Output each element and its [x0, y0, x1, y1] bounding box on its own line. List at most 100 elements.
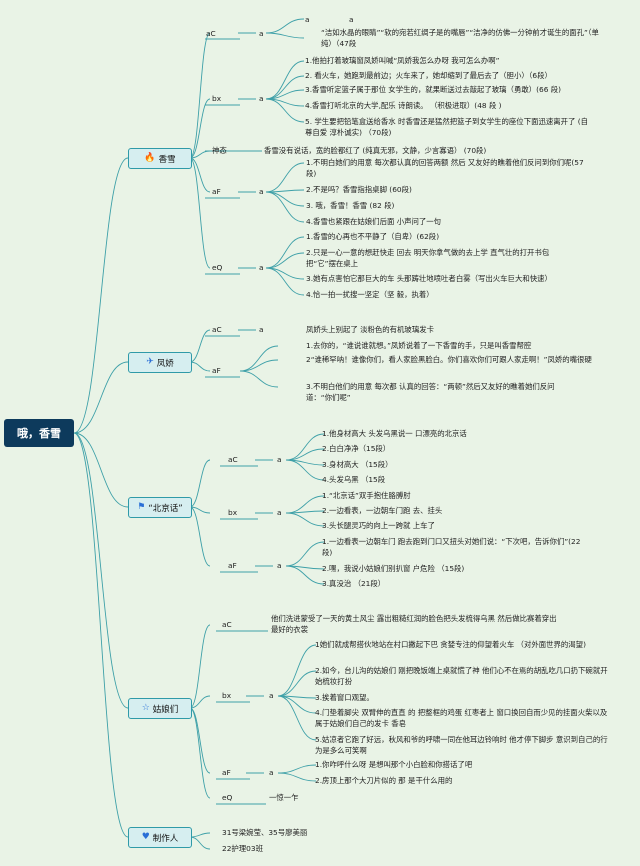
topic-line[interactable]: 1.他拍打着玻璃窗凤娇叫喊“凤娇我怎么办呀 我可怎么办啊” — [305, 56, 500, 65]
topic-line[interactable]: 3.真没治 （21段） — [322, 579, 386, 588]
topic-line[interactable]: 3. 哦，香雪！香雪 (82 段) — [306, 201, 395, 210]
topic-line[interactable]: 一惊一乍 — [269, 793, 299, 802]
connector-curve — [265, 236, 305, 269]
branch-3[interactable]: ⚑“北京话” — [128, 497, 192, 518]
connector-curve — [73, 432, 129, 838]
branch-4[interactable]: ☆姑娘们 — [128, 698, 192, 719]
branch-1[interactable]: 🔥香雪 — [128, 148, 192, 169]
topic-line[interactable]: 4.香雪打听北京的大学,配乐 诗朗读。 （积极进取）(48 段 ) — [305, 101, 502, 110]
topic-line[interactable]: eQ — [212, 263, 223, 272]
topic-line[interactable]: 5.姑凉者它跑了好远，秋风和爷的呼啸一同在他耳边铃响时 他才停下脚步 意识到自己… — [315, 735, 608, 755]
topic-line[interactable]: 2.只是一心一意的想赶快走 回去 明天你拿气做的去上学 直气壮的打开书包把“它”… — [306, 248, 550, 268]
topic-line[interactable]: 3.不明白他们的用意 每次都 认真的回答：“两顿”然后又友好的瞧着她们反问道：“… — [306, 382, 555, 402]
connector-curve — [189, 98, 211, 159]
topic-line[interactable]: a — [259, 29, 264, 38]
connector-curve — [277, 764, 317, 774]
topic-line[interactable]: 2.白白净净（15段） — [322, 444, 391, 453]
connector-curve — [277, 695, 317, 714]
topic-line[interactable]: 3.挨着窗口观望。 — [315, 693, 374, 702]
topic-line[interactable]: aF — [212, 366, 221, 375]
topic-line[interactable]: aC — [212, 325, 222, 334]
topic-line[interactable]: 4.头发乌黑 （15段 — [322, 475, 386, 484]
topic-line[interactable]: 他们洗进蒙受了一天的黄土风尘 露出粗糙红润的脸色把头发梳得乌黑 然后做比赛着穿出… — [271, 614, 557, 634]
connector-curve — [265, 18, 305, 34]
topic-line[interactable]: 4.香雪也紧跟在姑娘们后面 小声问了一句 — [306, 217, 442, 226]
topic-line[interactable]: 1.去你的，“谁说谁就想。”凤娇说着了一下香雪的手，只是叫香雪帮腔 — [306, 341, 532, 350]
topic-line[interactable]: 22护理03班 — [222, 844, 263, 853]
topic-line[interactable]: 1.“北京话”双手抱住胳膊肘 — [322, 491, 411, 500]
topic-line[interactable]: aC — [222, 620, 232, 629]
topic-line[interactable]: 2.不是吗？香雪指指桌脚 (60段) — [306, 185, 412, 194]
topic-line[interactable]: 凤娇头上别起了 淡粉色的有机玻璃发卡 — [306, 325, 434, 334]
topic-line[interactable]: aF — [228, 561, 237, 570]
topic-line[interactable]: 1.他身材高大 头发乌黑说一 口漂亮的北京话 — [322, 429, 467, 438]
topic-line[interactable]: 2.如今，台儿沟的姑娘们 刚把晚饭端上桌就慌了神 他们心不在焉的胡乱吃几口扔下碗… — [315, 666, 608, 686]
topic-line[interactable]: 3.她有点害怕它那巨大的车 头那踌壮地喷吐者白雾（写出火车巨大和快速） — [306, 274, 552, 283]
connector-curve — [265, 191, 305, 223]
topic-line[interactable]: bx — [222, 691, 232, 700]
branch-label: 制作人 — [152, 833, 179, 844]
topic-line[interactable]: 4.门垫着脚尖 双臂伸的直直 的 把整框的鸡蛋 红枣者上 窗口换回自而少见的挂面… — [315, 708, 608, 728]
topic-line[interactable]: a — [259, 94, 264, 103]
branch-label: 姑娘们 — [152, 704, 179, 715]
topic-line[interactable]: bx — [228, 508, 238, 517]
topic-line[interactable]: 1.不明白她们的用意 每次都认真的回答两额 然后 又友好的瞧着他们反问到你们呢(… — [306, 158, 584, 178]
branch-2[interactable]: ✈凤娇 — [128, 352, 192, 373]
topic-line[interactable]: 3.香雪听定篮子属于那位 女学生的，就果断送过去敲起了玻璃（勇敢）(66 段) — [305, 85, 562, 94]
topic-line[interactable]: “洁如水晶的眼睛”“软的宛若红绸子是的嘴唇”“洁净的仿佛一分钟前才诞生的面孔”（… — [321, 28, 599, 48]
topic-line[interactable]: 1她们就成帮搭伙地站在村口撇起下巴 贪婪专注的仰望着火车 （对外面世界的渴望) — [315, 640, 586, 649]
topic-line[interactable]: a — [269, 768, 274, 777]
topic-line[interactable]: 1.一边看表一边朝车门 跑去跑到门口又扭头对她们说：“下次吧，告诉你们”(22段… — [322, 537, 581, 557]
connector-curve — [189, 624, 211, 709]
topic-line[interactable]: a — [259, 325, 264, 334]
topic-line[interactable]: eQ — [222, 793, 233, 802]
heart-icon: ♥ — [141, 832, 150, 842]
topic-line[interactable]: a — [269, 691, 274, 700]
connector-curve — [285, 565, 325, 585]
topic-line[interactable]: aF — [222, 768, 231, 777]
topic-line[interactable]: 2.房顶上那个大刀片似的 那 是干什么用的 — [315, 776, 453, 785]
connector-curve — [277, 670, 317, 697]
topic-line[interactable]: aF — [212, 187, 221, 196]
connector-curve — [189, 361, 211, 372]
topic-line[interactable]: 神态 — [212, 146, 227, 155]
topic-line[interactable]: 3.身材高大 （15段） — [322, 460, 393, 469]
connector-curve — [189, 506, 211, 567]
topic-line[interactable]: a — [277, 561, 282, 570]
topic-line[interactable]: 2“谁稀罕呐！谁像你们，看人家脸黑脸白。你们喜欢你们可跟人家走啊！”凤娇的嘴很硬 — [306, 355, 592, 364]
connector-curve — [285, 512, 325, 527]
connector-curve — [265, 191, 305, 207]
topic-line[interactable]: bx — [212, 94, 222, 103]
topic-line[interactable]: a — [259, 187, 264, 196]
root-topic[interactable]: 哦，香雪 — [4, 419, 74, 447]
topic-line[interactable]: 2.嘿，我说小姑娘们别扒窗 户危险 （15段) — [322, 564, 465, 573]
topic-line[interactable]: a — [349, 15, 354, 24]
topic-line[interactable]: aC — [228, 455, 238, 464]
star-icon: ☆ — [141, 703, 150, 713]
topic-line[interactable]: 香雪没有说话，宽的脸都红了 (纯真无邪，文静，少言寡语） (70段) — [264, 146, 487, 155]
topic-line[interactable]: a — [277, 508, 282, 517]
topic-line[interactable]: 2.一边看表，一边朝车门跑 去、挂头 — [322, 506, 443, 515]
topic-line[interactable]: 2. 看火车，她跑到最前边；火车来了，她却缩到了最后去了（胆小）（6段） — [305, 71, 552, 80]
topic-line[interactable]: a — [277, 455, 282, 464]
connector-curve — [265, 267, 305, 280]
topic-line[interactable]: aC — [206, 29, 216, 38]
topic-line[interactable]: 31号梁婉莹、35号廖美丽 — [222, 828, 308, 837]
connector-curve — [189, 836, 211, 850]
connector-curve — [73, 432, 129, 508]
topic-line[interactable]: 1.香雪的心再也不平静了（自卑）(62段) — [306, 232, 440, 241]
topic-line[interactable]: a — [259, 263, 264, 272]
root-label: 哦，香雪 — [17, 427, 61, 440]
connector-curve — [285, 433, 325, 461]
topic-line[interactable]: 4.恰一拍一扰搜一坚定（坚 毅，执着） — [306, 290, 434, 299]
topic-line[interactable]: 1.你咋呼什么呀 是想叫那个小白脸和你搭话了吧 — [315, 760, 473, 769]
connector-curve — [73, 432, 129, 709]
connector-curve — [189, 459, 211, 508]
connector-curve — [189, 695, 211, 709]
branch-5[interactable]: ♥制作人 — [128, 827, 192, 848]
topic-line[interactable]: 3.头长腿灵巧的向上一跨就 上车了 — [322, 521, 435, 530]
topic-line[interactable]: 5. 学生要把铅笔盒送给香水 时香雪还是猛然把篮子到女学生的座位下面迅速离开了 … — [305, 117, 589, 137]
topic-line[interactable]: a — [305, 15, 310, 24]
connector-curve — [239, 359, 279, 372]
